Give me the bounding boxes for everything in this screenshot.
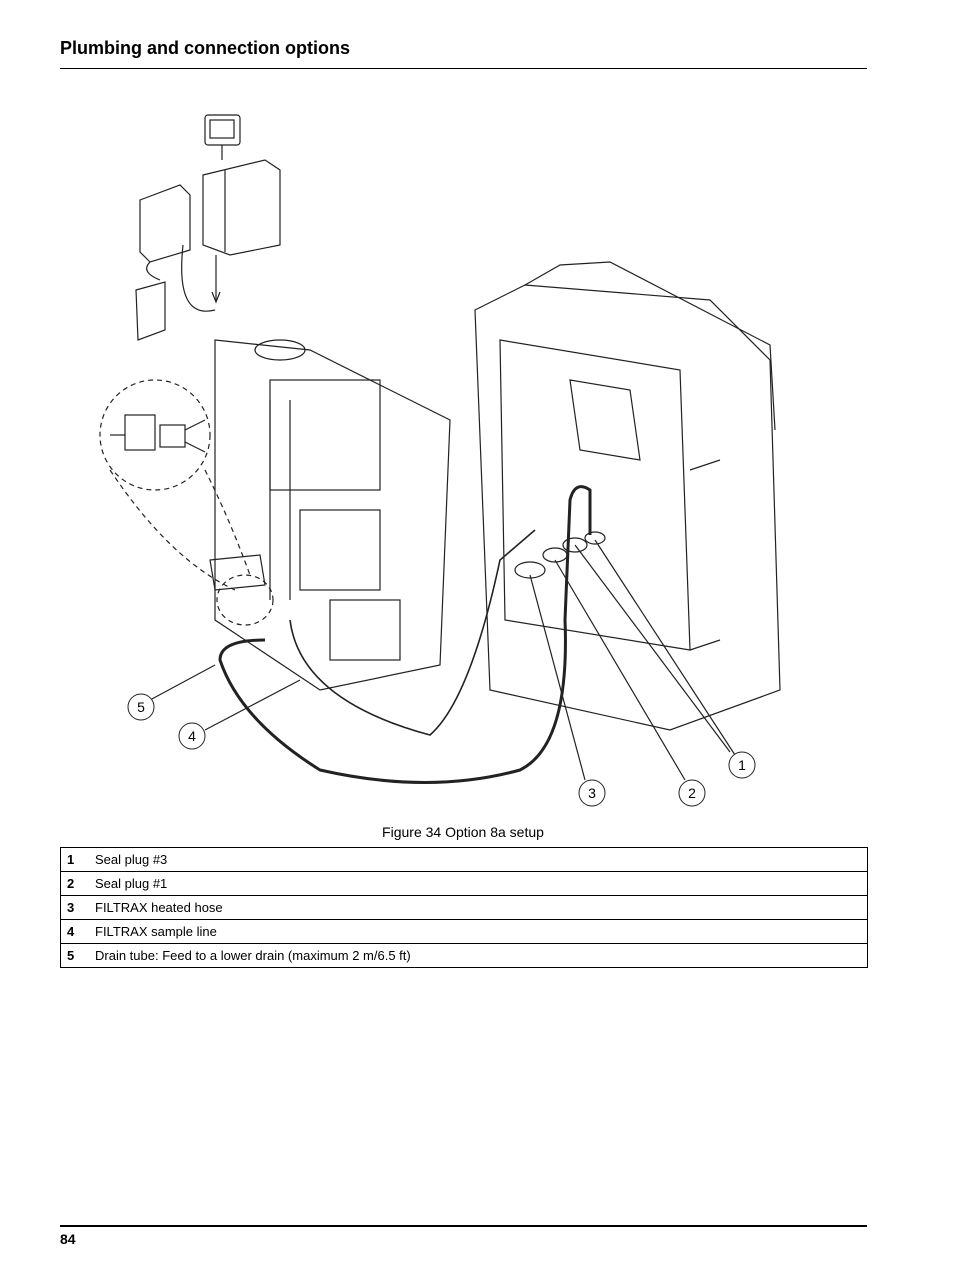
- legend-number: 4: [60, 919, 89, 944]
- legend-number: 1: [60, 847, 89, 872]
- legend-description: FILTRAX heated hose: [89, 895, 868, 920]
- table-row: 3 FILTRAX heated hose: [60, 895, 868, 920]
- callout-1: 1: [738, 757, 746, 773]
- table-row: 2 Seal plug #1: [60, 871, 868, 896]
- connector-detail: [99, 379, 274, 626]
- table-row: 4 FILTRAX sample line: [60, 919, 868, 944]
- controller-unit: [135, 114, 281, 341]
- callout-3-circle: [578, 779, 606, 807]
- analyzer-panel: [209, 339, 451, 691]
- leader-1b: [574, 544, 731, 753]
- leader-5: [149, 664, 216, 701]
- footer-rule: [60, 1225, 867, 1227]
- legend-description: Drain tube: Feed to a lower drain (maxim…: [89, 943, 868, 968]
- callout-2: 2: [688, 785, 696, 801]
- callout-1-circle: [728, 751, 756, 779]
- callout-3: 3: [588, 785, 596, 801]
- leader-4: [204, 679, 301, 731]
- legend-number: 2: [60, 871, 89, 896]
- callout-4-circle: [178, 722, 206, 750]
- header-rule: [60, 68, 867, 69]
- legend-number: 3: [60, 895, 89, 920]
- plumbing-figure: 1 2 3 4 5: [95, 100, 795, 820]
- legend-table: 1 Seal plug #3 2 Seal plug #1 3 FILTRAX …: [60, 847, 868, 968]
- leader-1a: [594, 539, 736, 756]
- table-row: 1 Seal plug #3: [60, 847, 868, 872]
- legend-number: 5: [60, 943, 89, 968]
- callout-4: 4: [188, 728, 196, 744]
- leader-3: [529, 574, 586, 781]
- table-row: 5 Drain tube: Feed to a lower drain (max…: [60, 943, 868, 968]
- callout-2-circle: [678, 779, 706, 807]
- legend-description: Seal plug #3: [89, 847, 868, 872]
- enclosure: [474, 261, 781, 731]
- callout-5-circle: [127, 693, 155, 721]
- page-title: Plumbing and connection options: [60, 38, 350, 58]
- filtrax-sample-line: [289, 529, 536, 736]
- legend-description: Seal plug #1: [89, 871, 868, 896]
- figure-caption: Figure 34 Option 8a setup: [382, 824, 544, 840]
- callout-5: 5: [137, 699, 145, 715]
- page-number: 84: [60, 1231, 76, 1247]
- legend-description: FILTRAX sample line: [89, 919, 868, 944]
- option-8a-illustration: 1 2 3 4 5: [99, 114, 781, 807]
- leader-2: [554, 559, 686, 781]
